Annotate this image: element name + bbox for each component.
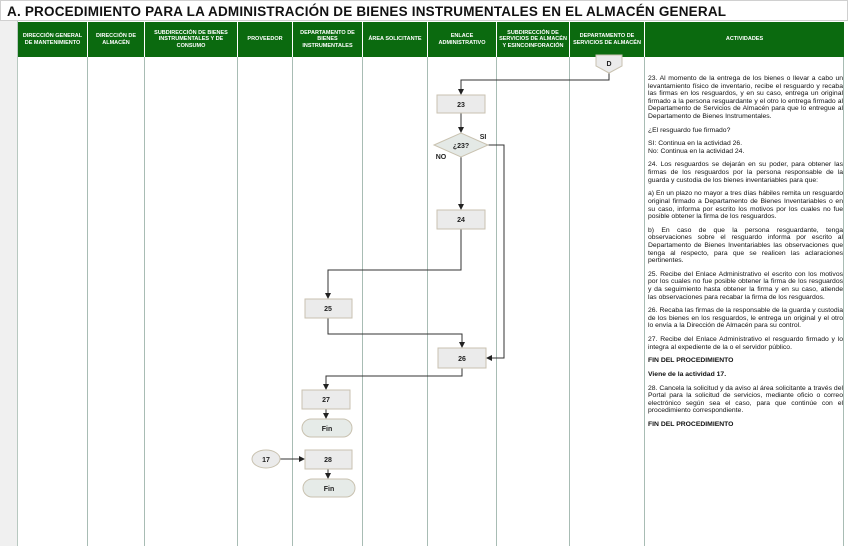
label-decision: ¿23?	[453, 143, 469, 150]
arrow-si-to-26	[486, 144, 505, 361]
label-fin-1: Fin	[322, 426, 333, 433]
swimlanes	[18, 57, 844, 546]
lane	[238, 57, 293, 546]
lane-header-subdireccion-bienes: SUBDIRECCIÓN DE BIENES INSTRUMENTALES Y …	[145, 22, 238, 57]
lane	[88, 57, 145, 546]
lane	[18, 57, 88, 546]
activity-24: 24. Los resguardos se dejarán en su pode…	[648, 161, 843, 184]
end-of-procedure-2: FIN DEL PROCEDIMIENTO	[648, 420, 734, 428]
activity-24a: a) En un plazo no mayor a tres días hábi…	[648, 190, 843, 221]
arrow-24-to-25	[325, 229, 462, 299]
decision-no: No: Continua en la actividad 24.	[648, 147, 745, 155]
terminator-fin-1	[301, 418, 353, 438]
activity-box-24	[436, 209, 486, 230]
activity-box-23	[436, 94, 486, 114]
lane	[570, 57, 645, 546]
activity-box-27	[301, 389, 351, 410]
terminator-fin-2	[302, 478, 356, 498]
lane-header-depto-servicios: DEPARTAMENTO DE SERVICIOS DE ALMACÉN	[570, 22, 645, 57]
label-24: 24	[457, 217, 465, 224]
label-25: 25	[324, 306, 332, 313]
lane-header-depto-bienes: DEPARTAMENTO DE BIENES INSTRUMENTALES	[293, 22, 363, 57]
label-fin-2: Fin	[324, 486, 335, 493]
activity-28: 28. Cancela la solicitud y da aviso al á…	[648, 384, 843, 415]
lane-header-subdireccion-servicios: SUBDIRECCIÓN DE SERVICIOS DE ALMACÉN Y E…	[497, 22, 570, 57]
offpage-connector-d	[595, 54, 623, 74]
decision-question: ¿El resguardo fue firmado?	[648, 126, 731, 134]
lane	[145, 57, 238, 546]
label-28: 28	[324, 457, 332, 464]
lane-header-proveedor: PROVEEDOR	[238, 22, 293, 57]
comes-from-17: Viene de la actividad 17.	[648, 370, 727, 378]
end-of-procedure: FIN DEL PROCEDIMIENTO	[648, 357, 734, 365]
activity-box-25	[304, 298, 353, 319]
lane-header-direccion-almacen: DIRECCIÓN DE ALMACÉN	[88, 22, 145, 57]
lane-header-dg-mantenimiento: DIRECCIÓN GENERAL DE MANTENIMIENTO	[18, 22, 88, 57]
arrow-25-to-26	[327, 318, 465, 348]
lane	[293, 57, 363, 546]
label-27: 27	[322, 397, 330, 404]
arrow-26-to-27	[323, 368, 463, 390]
label-d: D	[606, 61, 611, 68]
lane	[428, 57, 497, 546]
activity-box-28	[304, 449, 353, 470]
activities-text: 23. Al momento de la entrega de los bien…	[648, 75, 843, 435]
activity-25: 25. Recibe del Enlace Administrativo el …	[648, 270, 843, 301]
label-si: SI	[480, 134, 487, 141]
activity-box-26	[437, 347, 487, 369]
lane-actividades	[645, 57, 844, 546]
activity-26: 26. Recaba las firmas de la responsable …	[648, 307, 843, 330]
connector-17	[251, 449, 281, 469]
connectors	[280, 72, 610, 479]
label-17: 17	[262, 457, 270, 464]
left-margin-bar	[0, 21, 18, 546]
label-23: 23	[457, 102, 465, 109]
activity-27: 27. Recibe del Enlace Administrativo el …	[648, 336, 843, 351]
lane	[363, 57, 428, 546]
swimlane-header: DIRECCIÓN GENERAL DE MANTENIMIENTO DIREC…	[18, 22, 844, 57]
decision-diamond	[432, 132, 490, 158]
label-26: 26	[458, 356, 466, 363]
lane-header-area-solicitante: ÁREA SOLICITANTE	[363, 22, 428, 57]
lane-header-actividades: ACTIVIDADES	[725, 36, 764, 43]
page-title: A. PROCEDIMIENTO PARA LA ADMINISTRACIÓN …	[0, 0, 848, 21]
activity-23: 23. Al momento de la entrega de los bien…	[648, 75, 843, 121]
lane-header-enlace: ENLACE ADMINISTRATIVO	[428, 22, 497, 57]
decision-si: SI: Continua en la actividad 26.	[648, 140, 743, 148]
label-no: NO	[436, 154, 447, 161]
lane	[497, 57, 570, 546]
activity-24b: b) En caso de que la persona resguardant…	[648, 226, 843, 265]
arrow-d-to-23	[458, 72, 610, 95]
